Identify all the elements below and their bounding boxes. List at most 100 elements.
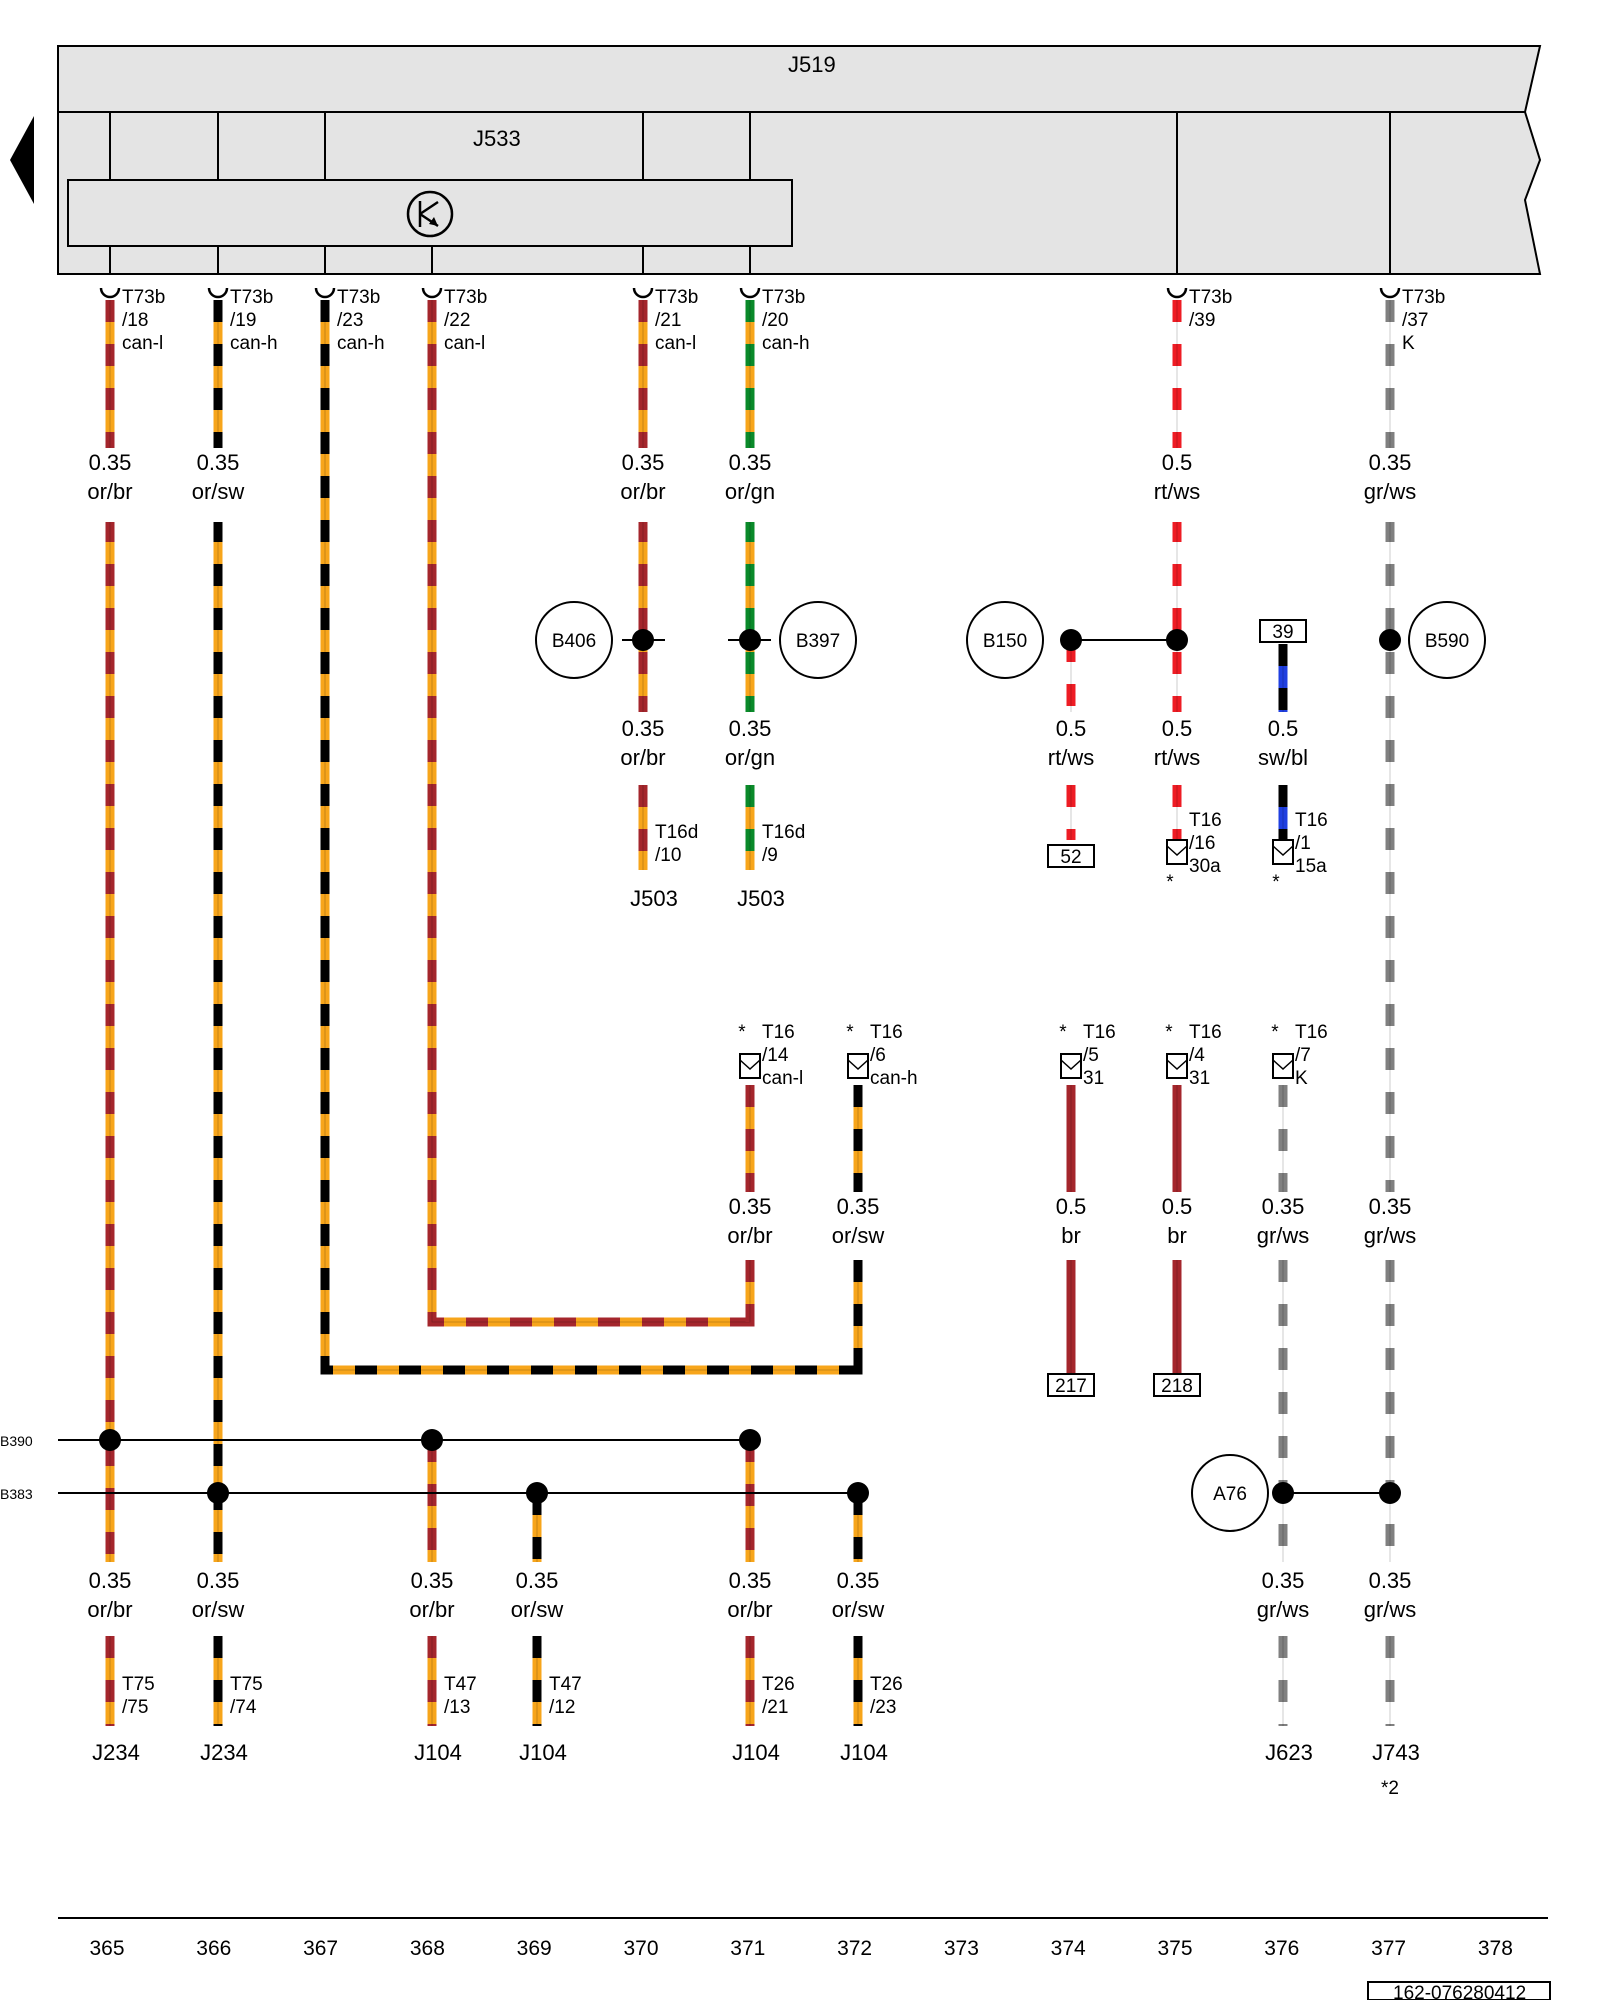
connector-socket-icon bbox=[632, 287, 654, 299]
wire-color-label: rt/ws bbox=[1154, 479, 1200, 504]
connector-socket-icon bbox=[314, 287, 336, 299]
mid-connector-pin: /9 bbox=[762, 845, 778, 866]
mid-connector-signal: can-h bbox=[870, 1068, 918, 1089]
wire-color-label: gr/ws bbox=[1257, 1223, 1310, 1248]
column-number: 367 bbox=[303, 1937, 338, 1960]
connector-signal: K bbox=[1402, 333, 1415, 354]
terminal-box-t39 bbox=[1259, 619, 1307, 643]
wire-size-label: 0.5 bbox=[1056, 716, 1087, 741]
wire-color-label: or/sw bbox=[832, 1223, 885, 1248]
splice-b397-dot bbox=[739, 629, 761, 651]
terminal-t52-label: 52 bbox=[1060, 847, 1081, 868]
wire-color-label: or/gn bbox=[725, 479, 775, 504]
mid-connector-name: T16 bbox=[1083, 1022, 1116, 1043]
asterisk-note: * bbox=[846, 1022, 854, 1043]
wire-color-label: or/br bbox=[727, 1223, 772, 1248]
connector-signal: can-l bbox=[655, 333, 696, 354]
bottom-connector-pin: /23 bbox=[870, 1697, 896, 1718]
splice-a76-label: A76 bbox=[1213, 1484, 1247, 1505]
mid-connector-name: T16 bbox=[870, 1022, 903, 1043]
mid-connector-name: T16d bbox=[762, 822, 805, 843]
bottom-connector-name: T47 bbox=[444, 1674, 477, 1695]
wire-size-label: 0.35 bbox=[89, 1568, 132, 1593]
mid-connector-pin: /4 bbox=[1189, 1045, 1205, 1066]
wire-size-label: 0.35 bbox=[729, 716, 772, 741]
component-j234: J234 bbox=[200, 1740, 248, 1765]
bottom-connector-name: T75 bbox=[230, 1674, 263, 1695]
wire-size-label: 0.5 bbox=[1056, 1194, 1087, 1219]
terminal-box-t218 bbox=[1153, 1373, 1201, 1397]
connector-name: T73b bbox=[337, 287, 380, 308]
component-j234: J234 bbox=[92, 1740, 140, 1765]
connector-signal: can-h bbox=[230, 333, 278, 354]
bus-b390-dot bbox=[739, 1429, 761, 1451]
bottom-connector-pin: /13 bbox=[444, 1697, 470, 1718]
terminal-t218-label: 218 bbox=[1161, 1376, 1193, 1397]
wire-size-label: 0.35 bbox=[729, 1194, 772, 1219]
connector-name: T73b bbox=[1189, 287, 1232, 308]
terminal-t217-label: 217 bbox=[1055, 1376, 1087, 1397]
terminal-t39-label: 39 bbox=[1272, 622, 1293, 643]
asterisk-note: * bbox=[1271, 1022, 1279, 1043]
splice-b150-circle bbox=[966, 601, 1044, 679]
connector-socket-icon bbox=[739, 287, 761, 299]
column-number: 368 bbox=[410, 1937, 445, 1960]
connector-socket-icon bbox=[421, 287, 443, 299]
bus-b390-dot bbox=[99, 1429, 121, 1451]
wire-color-label: or/sw bbox=[511, 1597, 564, 1622]
column-number: 374 bbox=[1051, 1937, 1086, 1960]
mid-connector-signal: can-l bbox=[762, 1068, 803, 1089]
connector-pin: /37 bbox=[1402, 310, 1428, 331]
wire-size-label: 0.5 bbox=[1268, 716, 1299, 741]
wire-color-label: br bbox=[1167, 1223, 1187, 1248]
bottom-connector-pin: /74 bbox=[230, 1697, 257, 1718]
connector-pin: /39 bbox=[1189, 310, 1215, 331]
wire-size-label: 0.35 bbox=[1369, 450, 1412, 475]
connector-pin: /19 bbox=[230, 310, 256, 331]
connector-pin: /20 bbox=[762, 310, 788, 331]
column-number: 377 bbox=[1371, 1937, 1406, 1960]
column-number: 378 bbox=[1478, 1937, 1513, 1960]
wire-size-label: 0.35 bbox=[516, 1568, 559, 1593]
labels: T73b/18can-lT73b/19can-hT73b/23can-hT73b… bbox=[0, 287, 1486, 1799]
wire-color-label: or/br bbox=[727, 1597, 772, 1622]
bottom-connector-name: T26 bbox=[762, 1674, 795, 1695]
splice-b406-dot bbox=[632, 629, 654, 651]
wire-size-label: 0.35 bbox=[622, 450, 665, 475]
component-j104: J104 bbox=[519, 1740, 567, 1765]
left-arrow-marker bbox=[10, 116, 34, 204]
splice-b150-dot-left bbox=[1060, 629, 1082, 651]
wire-size-label: 0.35 bbox=[1262, 1568, 1305, 1593]
wire-size-label: 0.35 bbox=[197, 1568, 240, 1593]
wire-color-label: gr/ws bbox=[1257, 1597, 1310, 1622]
mid-connector-signal: 31 bbox=[1189, 1068, 1210, 1089]
wire-color-label: rt/ws bbox=[1048, 745, 1094, 770]
component-j503-a: J503 bbox=[630, 886, 678, 911]
mid-connector-pin: /1 bbox=[1295, 833, 1311, 854]
connector-name: T73b bbox=[1402, 287, 1445, 308]
mid-connector-signal: 31 bbox=[1083, 1068, 1104, 1089]
asterisk-note: * bbox=[1165, 1022, 1173, 1043]
wire-color-label: or/sw bbox=[192, 479, 245, 504]
connector-pin: /22 bbox=[444, 310, 470, 331]
bottom-connector-pin: /12 bbox=[549, 1697, 575, 1718]
column-number: 366 bbox=[196, 1937, 231, 1960]
wire-size-label: 0.5 bbox=[1162, 716, 1193, 741]
wire-color-label: or/sw bbox=[192, 1597, 245, 1622]
mid-connector-name: T16d bbox=[655, 822, 698, 843]
bus-b390-dot bbox=[421, 1429, 443, 1451]
wire-size-label: 0.35 bbox=[89, 450, 132, 475]
wire-size-label: 0.35 bbox=[1369, 1568, 1412, 1593]
wire-size-label: 0.35 bbox=[197, 450, 240, 475]
mid-connector-pin: /16 bbox=[1189, 833, 1215, 854]
component-j104: J104 bbox=[732, 1740, 780, 1765]
splice-b406-circle bbox=[535, 601, 613, 679]
bottom-connector-name: T47 bbox=[549, 1674, 582, 1695]
splice-b150-label: B150 bbox=[983, 631, 1027, 652]
splice-b590-label: B590 bbox=[1425, 631, 1469, 652]
connector-signal: can-l bbox=[122, 333, 163, 354]
mid-connector-signal: K bbox=[1295, 1068, 1308, 1089]
connector-pin: /23 bbox=[337, 310, 363, 331]
